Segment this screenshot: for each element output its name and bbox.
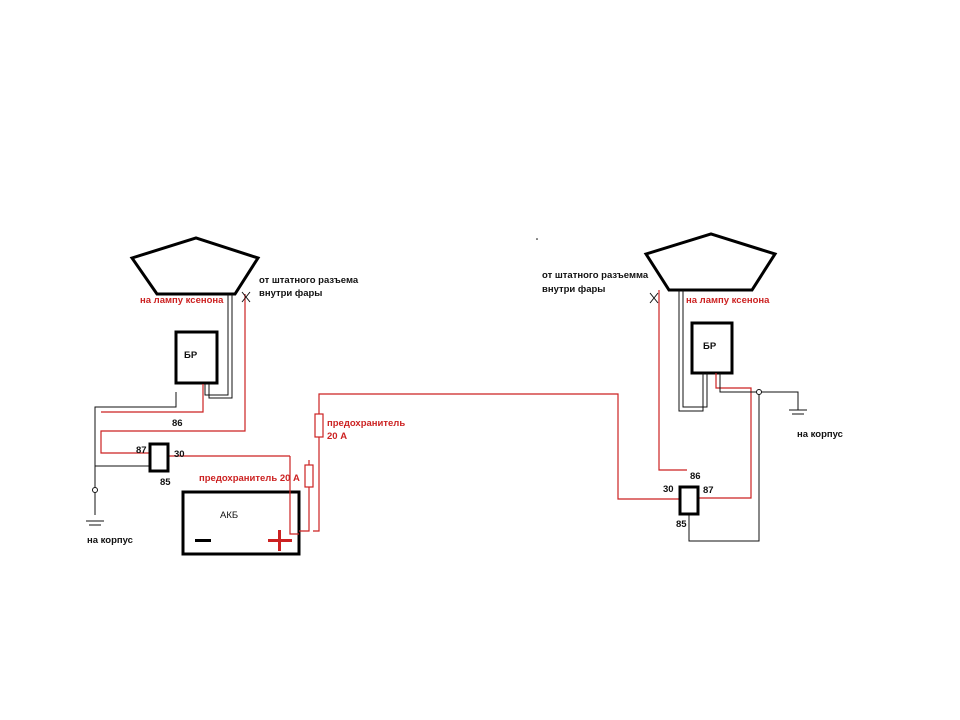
right-headlight (643, 232, 778, 292)
fuse-upper-label-line1: предохранитель (327, 418, 405, 429)
right-relay-pin-87: 87 (703, 485, 714, 496)
battery-label: АКБ (220, 510, 238, 521)
battery-plus-icon (268, 530, 292, 551)
fuse-upper-label-line2: 20 А (327, 431, 347, 442)
fuse-lower (304, 464, 314, 488)
left-relay-pin-85: 85 (160, 477, 171, 488)
left-wires (86, 294, 290, 526)
left-ground-node (92, 487, 98, 493)
right-relay-pin-85: 85 (676, 519, 687, 530)
left-relay-pin-87: 87 (136, 445, 147, 456)
battery (181, 490, 301, 556)
right-connector-note-line2: внутри фары (542, 284, 605, 295)
left-connector-note-line2: внутри фары (259, 288, 322, 299)
stray-dot (536, 238, 538, 240)
battery-minus-icon (195, 539, 211, 542)
left-headlight (129, 236, 261, 296)
left-lamp-label: на лампу ксенона (140, 295, 224, 306)
right-relay (678, 485, 700, 516)
left-ballast-label: БР (184, 350, 198, 361)
right-ballast-label: БР (703, 341, 717, 352)
left-ballast (174, 330, 219, 385)
right-ground-node (756, 389, 762, 395)
right-connector-note-line1: от штатного разъемма (542, 270, 649, 281)
right-relay-pin-30: 30 (663, 484, 674, 495)
left-relay-pin-86: 86 (172, 418, 183, 429)
right-relay-pin-86: 86 (690, 471, 701, 482)
right-lamp-label: на лампу ксенона (686, 295, 770, 306)
right-ground-label: на корпус (797, 429, 843, 440)
left-relay-pin-30: 30 (174, 449, 185, 460)
fuse-lower-label: предохранитель 20 А (199, 473, 300, 484)
right-connector-mark (649, 292, 659, 304)
fuse-upper (314, 413, 324, 438)
left-relay (148, 442, 170, 473)
center-wires (289, 393, 680, 535)
left-connector-mark (241, 291, 251, 303)
left-ground-label: на корпус (87, 535, 133, 546)
left-connector-note-line1: от штатного разъема (259, 275, 359, 286)
right-ballast (690, 321, 734, 375)
